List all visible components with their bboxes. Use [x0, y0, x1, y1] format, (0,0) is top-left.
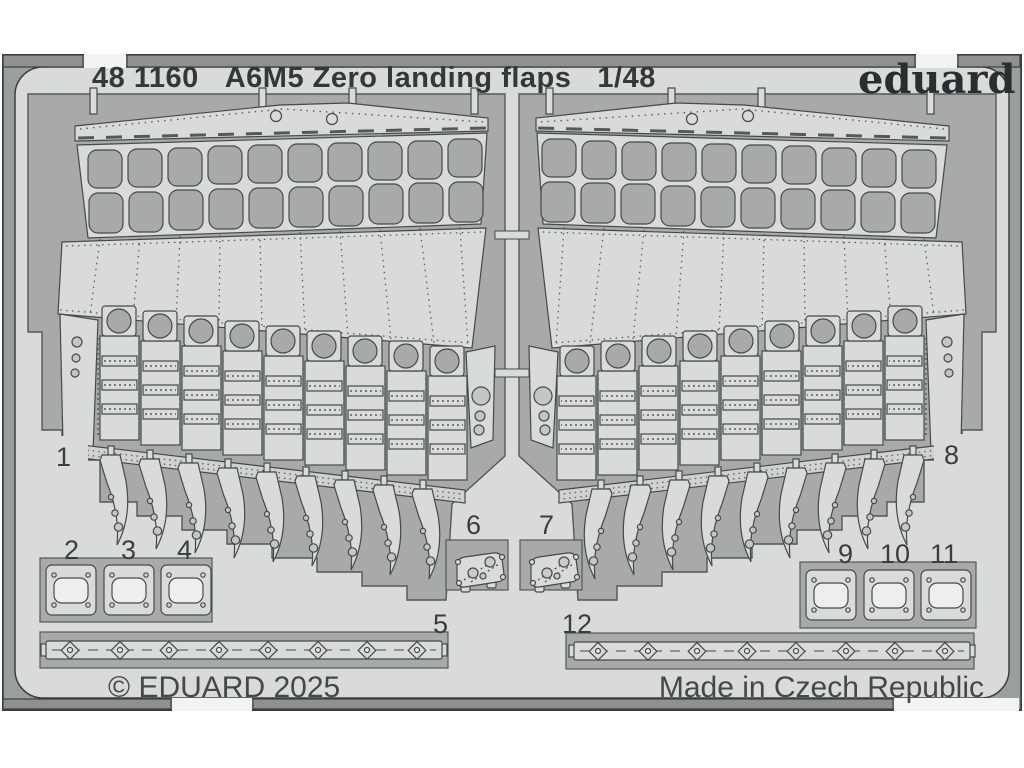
catalog-number: 48 1160 — [92, 62, 199, 94]
flap-assembly-right-part-8 — [529, 88, 968, 579]
made-in-text: Made in Czech Republic — [658, 671, 984, 704]
flap-assembly-left-part-1 — [56, 88, 495, 579]
hinge-strip-part-5 — [40, 640, 448, 660]
part-label-2: 2 — [64, 535, 80, 565]
label-notch — [46, 436, 88, 476]
part-label-10: 10 — [880, 539, 911, 569]
bracket-parts-9-10-11 — [805, 569, 972, 621]
part-label-1: 1 — [56, 442, 72, 472]
bracket-parts-2-3-4 — [45, 564, 212, 616]
part-label-6: 6 — [466, 510, 482, 540]
part-label-12: 12 — [562, 609, 593, 639]
sprue-tab — [494, 368, 530, 378]
sprue-tab — [494, 230, 530, 240]
label-notch — [934, 434, 978, 474]
part-label-7: 7 — [539, 510, 555, 540]
product-title: A6M5 Zero landing flaps — [224, 62, 572, 94]
frame-gaps — [84, 54, 1019, 711]
hinge-strip-part-12 — [568, 641, 976, 661]
part-label-3: 3 — [121, 535, 137, 565]
part-label-4: 4 — [177, 535, 193, 565]
header-title-line: 48 1160 A6M5 Zero landing flaps 1/48 — [92, 62, 656, 95]
part-label-9: 9 — [838, 539, 854, 569]
scale-label: 1/48 — [597, 62, 656, 94]
eduard-logo: eduard — [858, 56, 1016, 103]
part-label-5: 5 — [433, 609, 449, 639]
part-label-11: 11 — [930, 539, 959, 569]
part-label-8: 8 — [944, 440, 960, 470]
copyright-text: © EDUARD 2025 — [108, 671, 341, 704]
frame-tabs — [2, 54, 1021, 710]
